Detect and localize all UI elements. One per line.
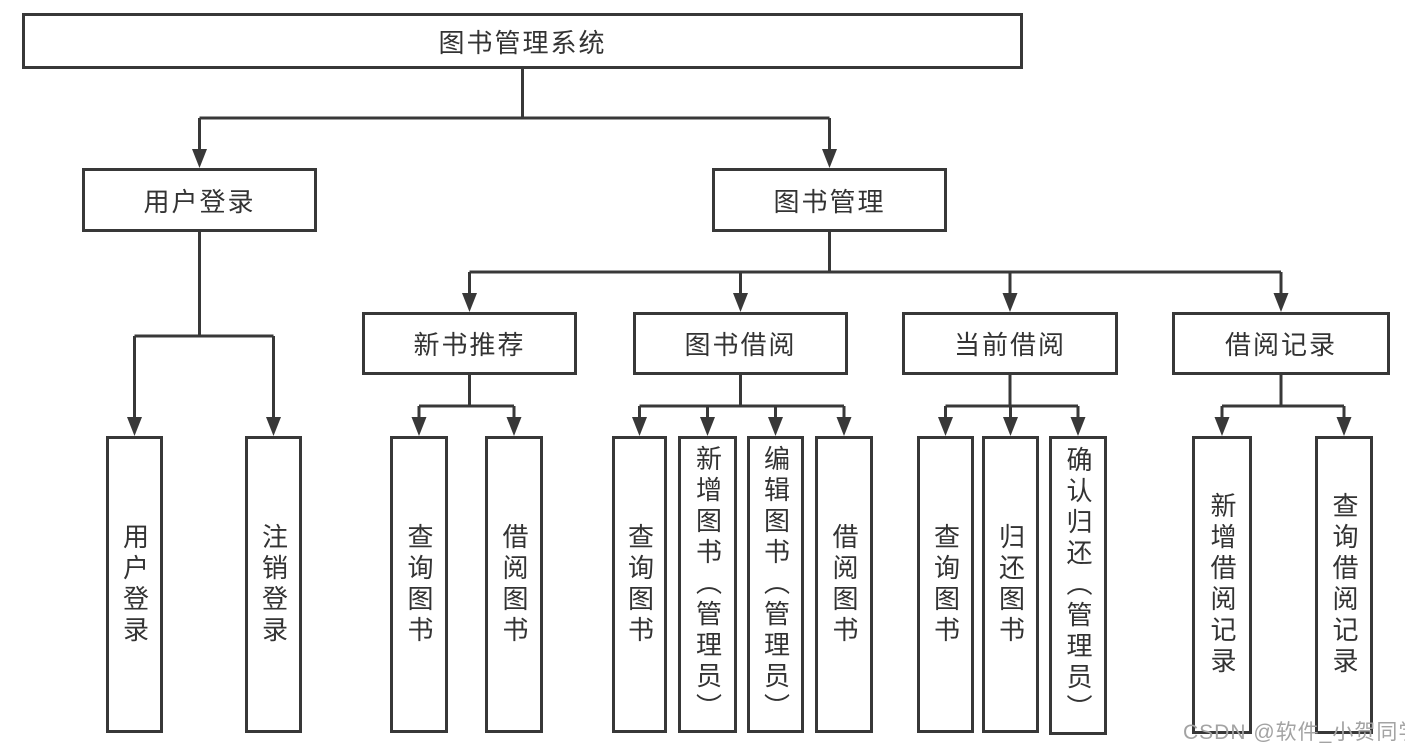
leaf-borrow-edit-label: 编辑图书（管理员） xyxy=(760,445,791,724)
leaf-records-add-label: 新增借阅记录 xyxy=(1207,492,1237,678)
node-user-login: 用户登录 xyxy=(82,168,317,232)
leaf-current-return-label: 归还图书 xyxy=(995,522,1026,647)
leaf-user-login: 用户登录 xyxy=(106,436,163,733)
node-book-borrow: 图书借阅 xyxy=(633,312,848,375)
leaf-borrow-borrow: 借阅图书 xyxy=(815,436,873,733)
node-book-mgmt: 图书管理 xyxy=(712,168,947,232)
watermark-text: CSDN @软件_小贺同学 xyxy=(1183,721,1405,744)
leaf-borrow-borrow-label: 借阅图书 xyxy=(829,522,859,647)
leaf-borrow-query-label: 查询图书 xyxy=(624,522,655,647)
node-current-borrow-label: 当前借阅 xyxy=(953,330,1066,360)
node-current-borrow: 当前借阅 xyxy=(902,312,1118,375)
leaf-borrow-query: 查询图书 xyxy=(612,436,667,733)
node-new-book-rec: 新书推荐 xyxy=(362,312,577,375)
leaf-newbook-borrow-label: 借阅图书 xyxy=(499,522,529,647)
leaf-current-query-label: 查询图书 xyxy=(930,522,961,647)
leaf-current-return: 归还图书 xyxy=(982,436,1039,733)
leaf-current-query: 查询图书 xyxy=(917,436,974,733)
node-new-book-rec-label: 新书推荐 xyxy=(413,330,526,360)
leaf-logout: 注销登录 xyxy=(245,436,302,733)
leaf-borrow-add: 新增图书（管理员） xyxy=(678,436,737,733)
node-root-label: 图书管理系统 xyxy=(438,27,607,58)
leaf-newbook-query-label: 查询图书 xyxy=(404,522,434,647)
leaf-user-login-label: 用户登录 xyxy=(119,522,150,647)
node-borrow-records: 借阅记录 xyxy=(1172,312,1390,375)
node-root: 图书管理系统 xyxy=(22,13,1023,69)
node-borrow-records-label: 借阅记录 xyxy=(1224,330,1337,360)
node-book-borrow-label: 图书借阅 xyxy=(684,330,797,360)
leaf-borrow-edit: 编辑图书（管理员） xyxy=(747,436,804,733)
leaf-borrow-add-label: 新增图书（管理员） xyxy=(692,445,723,724)
leaf-records-query: 查询借阅记录 xyxy=(1315,436,1373,734)
leaf-newbook-borrow: 借阅图书 xyxy=(485,436,543,733)
leaf-newbook-query: 查询图书 xyxy=(390,436,448,733)
leaf-records-add: 新增借阅记录 xyxy=(1192,436,1252,734)
node-user-login-label: 用户登录 xyxy=(143,186,256,217)
arrowheads xyxy=(127,149,1352,436)
node-book-mgmt-label: 图书管理 xyxy=(773,186,886,217)
leaf-current-confirm: 确认归还（管理员） xyxy=(1049,436,1107,735)
leaf-current-confirm-label: 确认归还（管理员） xyxy=(1063,446,1093,725)
leaf-logout-label: 注销登录 xyxy=(258,522,289,647)
leaf-records-query-label: 查询借阅记录 xyxy=(1329,492,1359,678)
